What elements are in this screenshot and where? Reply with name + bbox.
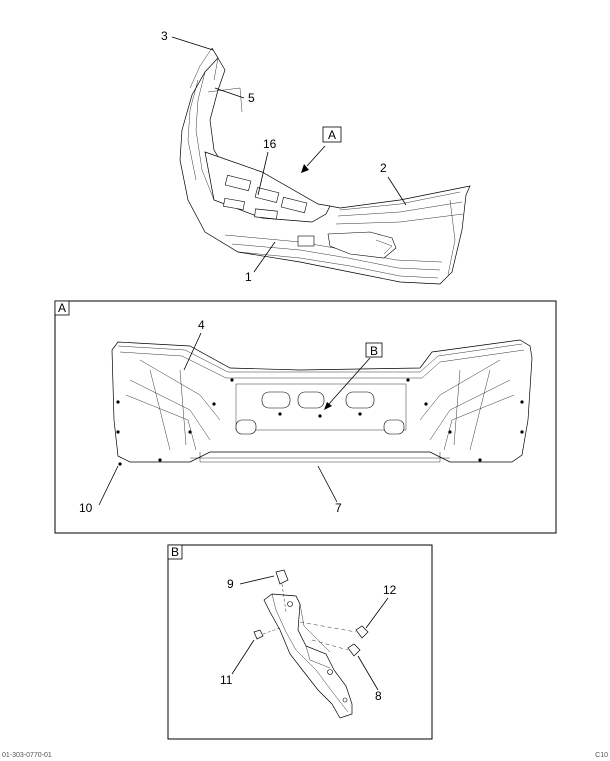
callout-16: 16	[263, 137, 277, 151]
callout-5: 5	[248, 91, 255, 105]
callout-1: 1	[245, 270, 252, 284]
callout-11: 11	[220, 673, 233, 687]
callout-8: 8	[375, 689, 382, 703]
footer-doc-number: 01-303-0770-01	[2, 752, 52, 759]
callouts-top: 3 5 16 2 1	[161, 29, 407, 284]
detail-b-panel: B 9 12 11 8	[167, 544, 433, 740]
nut-part-11	[253, 629, 264, 640]
callout-7: 7	[335, 501, 342, 515]
detail-a-ref-b: B	[370, 344, 378, 358]
callout-2: 2	[380, 161, 387, 175]
footer-page-code: C10	[595, 752, 608, 759]
callout-12: 12	[383, 583, 397, 597]
screw-part-8	[347, 643, 361, 657]
view-ref-a: A	[301, 126, 342, 173]
detail-b-tag: B	[171, 545, 179, 559]
callout-4: 4	[198, 318, 205, 332]
view-ref-a-label: A	[328, 128, 336, 142]
screw-part-12	[355, 625, 369, 639]
callout-9: 9	[227, 577, 234, 591]
detail-a-tag: A	[58, 301, 66, 315]
callout-3: 3	[161, 29, 168, 43]
callout-10: 10	[79, 501, 93, 515]
bumper-assembly-view	[179, 47, 471, 285]
clip-part-9	[275, 569, 289, 585]
detail-a-panel: A	[54, 300, 557, 534]
